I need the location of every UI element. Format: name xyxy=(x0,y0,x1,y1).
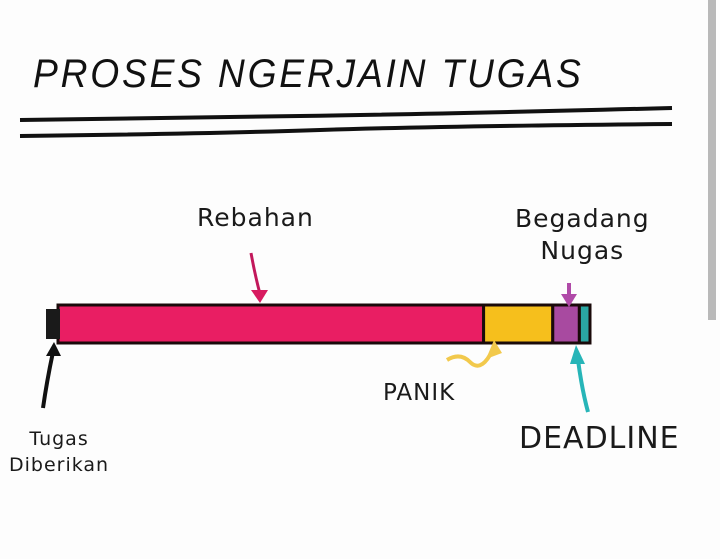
deadline-arrow xyxy=(570,345,590,413)
bar-segment-begadang-nugas xyxy=(551,303,581,345)
title-underline-1 xyxy=(19,106,673,122)
label-begadang-line1: Begadang xyxy=(515,204,650,233)
label-deadline: DEADLINE xyxy=(519,421,680,456)
start-arrow xyxy=(41,342,61,409)
scrollbar-strip xyxy=(708,0,716,320)
bar-segment-deadline xyxy=(577,303,592,345)
start-cap xyxy=(46,309,60,339)
label-panik: PANIK xyxy=(383,380,456,406)
panik-arrow xyxy=(445,340,502,368)
label-tugas-line1: Tugas xyxy=(29,428,89,450)
page-title: PROSES NGERJAIN TUGAS xyxy=(33,52,584,96)
label-begadang-line2: Nugas xyxy=(540,236,625,265)
label-tugas-line2: Diberikan xyxy=(9,454,110,476)
begadang-arrow xyxy=(561,283,577,307)
label-tugas-diberikan: Tugas Diberikan xyxy=(9,426,109,478)
bar-segment-rebahan xyxy=(56,303,486,345)
timeline-bar xyxy=(56,303,592,345)
rebahan-arrow xyxy=(249,252,268,303)
title-underline-2 xyxy=(19,122,673,138)
label-begadang-nugas: Begadang Nugas xyxy=(515,203,650,267)
bar-segment-panik xyxy=(482,303,555,345)
label-rebahan: Rebahan xyxy=(197,203,314,232)
